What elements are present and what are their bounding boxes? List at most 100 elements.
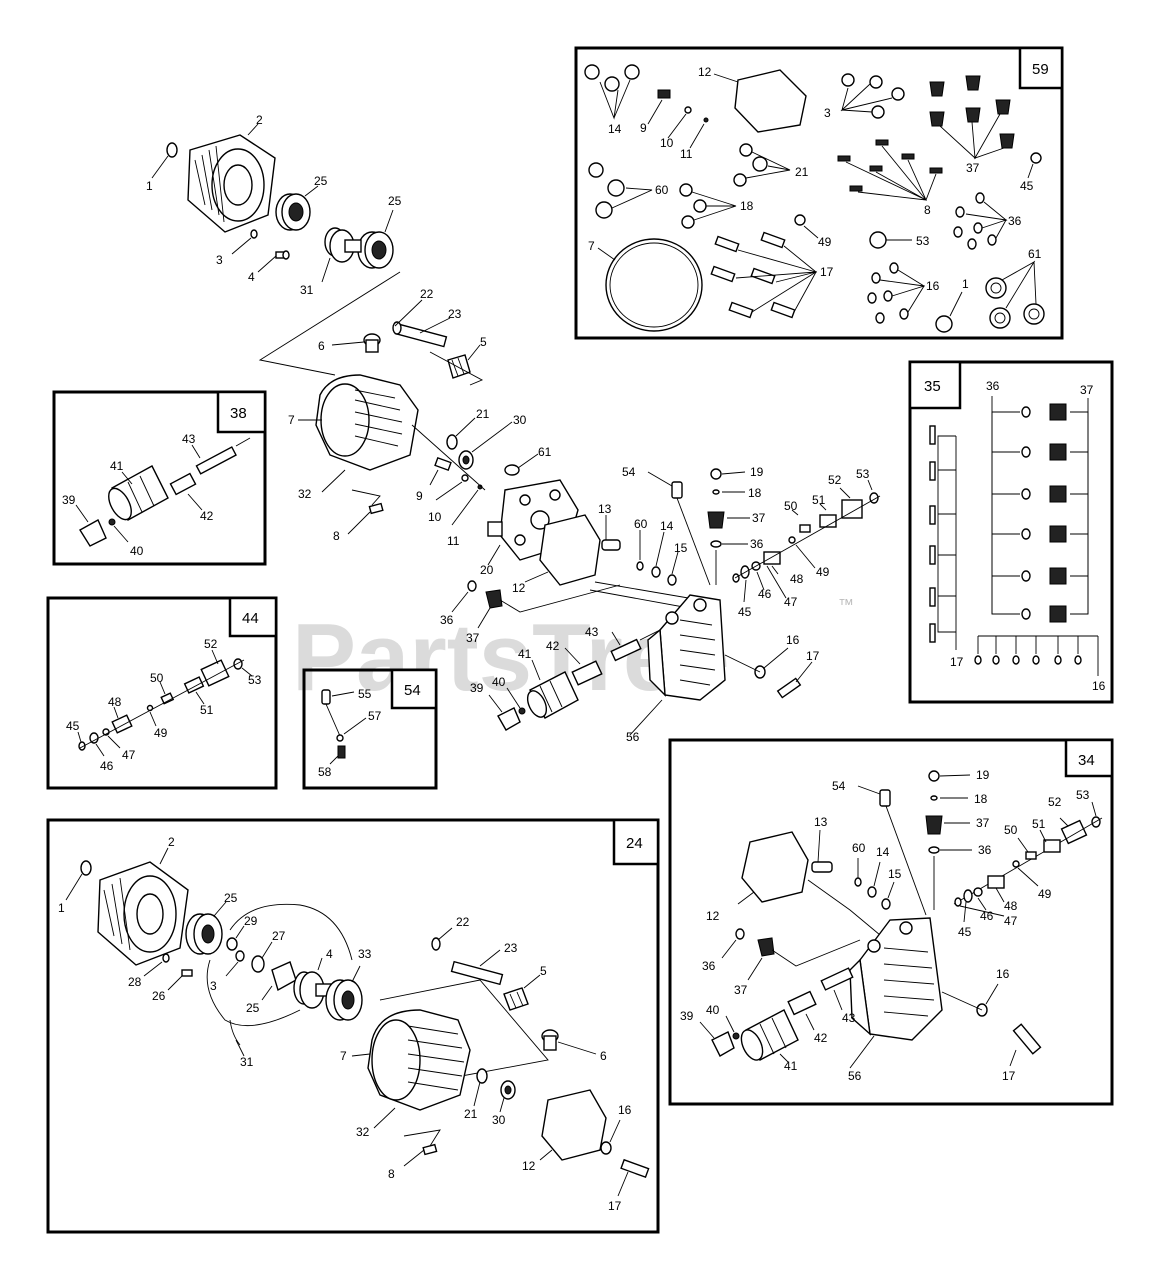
callout: 50	[150, 671, 164, 685]
callout: 53	[248, 673, 262, 687]
callout: 25	[388, 194, 402, 208]
watermark-trademark: ™	[838, 597, 854, 614]
callout: 22	[420, 287, 434, 301]
o-ring-part	[636, 561, 644, 571]
callout: 1	[146, 179, 153, 193]
callout: 2	[256, 113, 263, 127]
callout: 2	[168, 835, 175, 849]
callout: 20	[480, 563, 494, 577]
callout: 9	[416, 489, 423, 503]
box-number: 24	[626, 835, 643, 852]
callout: 21	[476, 407, 490, 421]
callout: 42	[814, 1031, 828, 1045]
callout: 23	[504, 941, 518, 955]
kit-box-24: 24 2 1 25 29 27 3 28 26	[46, 818, 660, 1234]
callout: 55	[358, 687, 372, 701]
callout: 15	[674, 541, 688, 555]
callout: 49	[154, 726, 168, 740]
valve-part	[461, 474, 469, 482]
callout: 16	[996, 967, 1010, 981]
callout: 61	[1028, 247, 1042, 261]
callout: 40	[706, 1003, 720, 1017]
callout: 45	[66, 719, 80, 733]
callout: 45	[958, 925, 972, 939]
callout: 50	[784, 499, 798, 513]
callout: 29	[244, 914, 258, 928]
callout: 53	[1076, 788, 1090, 802]
callout: 36	[440, 613, 454, 627]
plug-part	[710, 468, 722, 480]
callout: 41	[518, 647, 532, 661]
o-ring-part	[467, 580, 477, 592]
callout: 14	[608, 122, 622, 136]
callout: 17	[950, 655, 964, 669]
callout: 28	[128, 975, 142, 989]
callout: 7	[288, 413, 295, 427]
main-assembly	[151, 123, 881, 736]
callout: 54	[622, 465, 636, 479]
callout: 52	[828, 473, 842, 487]
filter-part	[108, 465, 169, 521]
o-ring-part	[710, 540, 722, 548]
unloader-part	[732, 492, 879, 583]
callout: 8	[924, 203, 931, 217]
plunger-part	[392, 321, 448, 348]
valve-cap-part	[707, 511, 725, 529]
callout: 40	[130, 544, 144, 558]
callout: 4	[326, 947, 333, 961]
callout: 37	[966, 161, 980, 175]
callout: 39	[470, 681, 484, 695]
callout: 6	[318, 339, 325, 353]
callout: 47	[1004, 914, 1018, 928]
fitting-part	[671, 481, 711, 586]
callout: 4	[248, 270, 255, 284]
callout: 33	[358, 947, 372, 961]
callout: 1	[962, 277, 969, 291]
callout: 12	[706, 909, 720, 923]
callout: 56	[626, 730, 640, 744]
callout: 11	[680, 147, 693, 161]
callout: 51	[1032, 817, 1046, 831]
gasket-part	[539, 514, 601, 586]
spring-part	[571, 660, 603, 686]
oil-plug-part	[363, 333, 381, 353]
callout: 54	[832, 779, 846, 793]
nozzle-part	[610, 629, 661, 662]
callout: 14	[660, 519, 674, 533]
callout: 58	[318, 765, 332, 779]
callout: 10	[428, 510, 442, 524]
callout: 57	[368, 709, 382, 723]
bearing-part	[275, 193, 311, 231]
callout: 36	[978, 843, 992, 857]
bearing-part	[357, 231, 394, 269]
kit-box-59: 59 14 12 9 10 11 3 37	[574, 46, 1064, 340]
seal-part	[458, 450, 474, 470]
manifold-part	[647, 594, 726, 701]
callout: 30	[492, 1113, 506, 1127]
callout: 31	[240, 1055, 254, 1069]
o-ring-part	[712, 489, 720, 495]
kit-box-34: 34 54 19 18 13 37 52 53 36 50	[668, 738, 1114, 1106]
callout: 12	[698, 65, 712, 79]
box-number: 54	[404, 682, 421, 699]
callout: 17	[1002, 1069, 1016, 1083]
callout: 7	[588, 239, 595, 253]
callout: 8	[333, 529, 340, 543]
main-callouts: 1 2 25 25 3 4 31 22 23 6 5 7 21 30 32 9 …	[146, 113, 870, 744]
callout: 56	[848, 1069, 862, 1083]
callout: 36	[702, 959, 716, 973]
callout: 12	[522, 1159, 536, 1173]
callout: 45	[1020, 179, 1034, 193]
crankcase-part	[315, 374, 419, 471]
washer-part	[651, 566, 661, 578]
spring-part	[447, 354, 471, 379]
seal-part	[446, 434, 458, 450]
callout: 17	[806, 649, 820, 663]
callout: 5	[480, 335, 487, 349]
callout: 30	[513, 413, 527, 427]
callout: 26	[152, 989, 166, 1003]
callout: 19	[750, 465, 764, 479]
callout: 16	[1092, 679, 1106, 693]
fitting-part	[601, 539, 621, 551]
callout: 5	[540, 964, 547, 978]
